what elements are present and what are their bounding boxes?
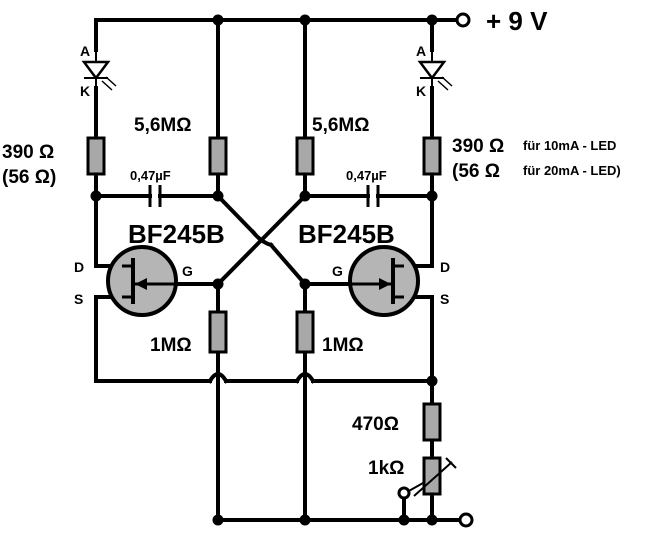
left-gate-resistor xyxy=(208,136,228,176)
left-pin-d: D xyxy=(74,259,84,275)
junctions xyxy=(90,14,438,526)
left-transistor-label: BF245B xyxy=(128,219,225,249)
right-note-10ma: für 10mA - LED xyxy=(523,138,616,153)
left-led-resistor-value: 390 Ω xyxy=(2,142,54,163)
left-capacitor xyxy=(148,185,162,207)
right-capacitor xyxy=(366,185,380,207)
left-source-resistor xyxy=(208,310,228,354)
supply-label: + 9 V xyxy=(486,6,548,36)
right-led-anode-label: A xyxy=(416,43,426,59)
right-led-resistor xyxy=(422,136,442,176)
left-source-resistor-value: 1MΩ xyxy=(150,335,192,356)
right-source-resistor xyxy=(295,310,315,354)
left-led: A K xyxy=(80,43,117,99)
right-led-resistor-value: 390 Ω xyxy=(452,136,504,157)
right-gate-resistor xyxy=(295,136,315,176)
pot-wiper-terminal xyxy=(397,486,411,500)
right-jfet xyxy=(348,245,420,317)
left-gate-resistor-value: 5,6MΩ xyxy=(134,115,191,136)
right-note-20ma: für 20mA - LED) xyxy=(523,163,621,178)
ground-terminal xyxy=(458,512,474,528)
right-led-resistor-alt-value: (56 Ω xyxy=(452,161,500,182)
right-led-cathode-label: K xyxy=(416,83,426,99)
bottom-resistor xyxy=(422,402,442,442)
right-capacitor-value: 0,47µF xyxy=(346,168,387,183)
left-pin-g: G xyxy=(182,263,193,279)
potentiometer xyxy=(413,456,457,497)
potentiometer-value: 1kΩ xyxy=(368,458,404,479)
right-pin-g: G xyxy=(332,263,343,279)
right-pin-d: D xyxy=(440,259,450,275)
left-pin-s: S xyxy=(74,291,83,307)
right-led: A K xyxy=(416,43,453,99)
left-jfet xyxy=(106,245,178,317)
right-gate-resistor-value: 5,6MΩ xyxy=(312,115,369,136)
right-pin-s: S xyxy=(440,291,449,307)
left-led-resistor-alt-value: (56 Ω) xyxy=(2,167,56,188)
left-capacitor-value: 0,47µF xyxy=(130,168,171,183)
right-transistor-label: BF245B xyxy=(298,219,395,249)
left-led-resistor xyxy=(86,136,106,176)
left-led-cathode-label: K xyxy=(80,83,90,99)
supply-terminal xyxy=(455,12,471,28)
left-led-anode-label: A xyxy=(80,43,90,59)
bottom-resistor-value: 470Ω xyxy=(352,414,399,435)
right-source-resistor-value: 1MΩ xyxy=(322,335,364,356)
